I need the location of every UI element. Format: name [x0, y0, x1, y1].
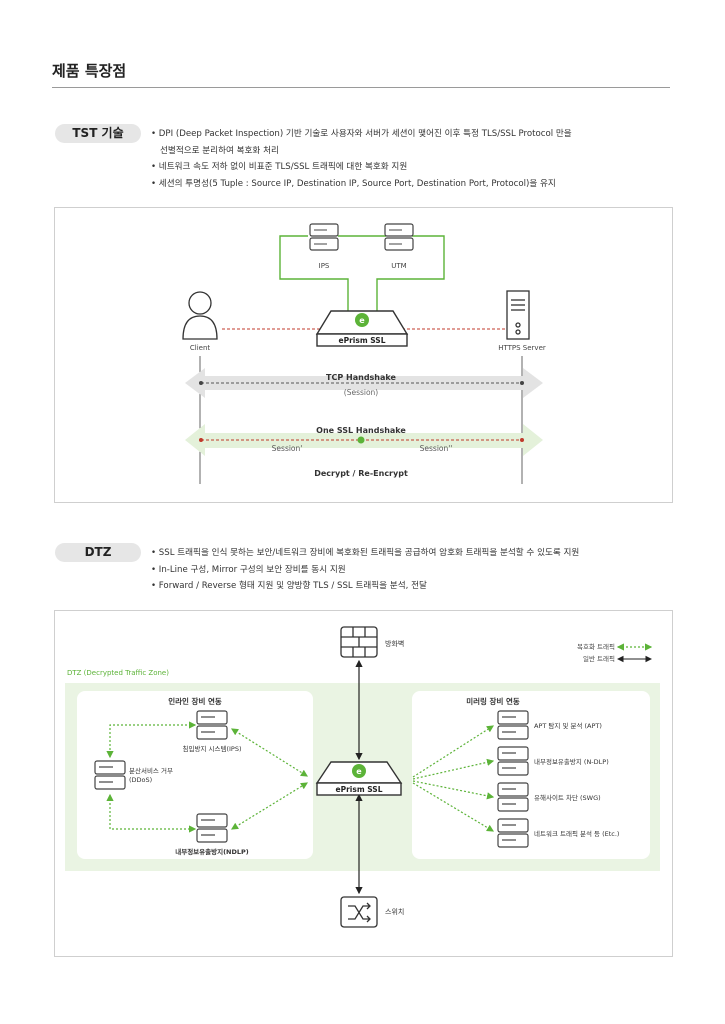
- tst-section-badge: TST 기술: [55, 124, 141, 143]
- inline-panel: [77, 691, 313, 859]
- eprism-logo-icon: [355, 313, 369, 327]
- inline-panel-title: 인라인 장비 연동: [168, 696, 222, 706]
- dtz-diagram: DTZ (Decrypted Traffic Zone) 인라인 장비 연동 미…: [65, 626, 660, 928]
- switch-icon: [340, 896, 378, 928]
- session-prime-label: Session': [272, 444, 303, 453]
- mirror-ndlp-label: 내부정보유출방지 (N-DLP): [534, 757, 609, 766]
- tst-bullet-1: • DPI (Deep Packet Inspection) 기반 기술로 사용…: [151, 129, 572, 139]
- switch-label: 스위치: [385, 907, 404, 916]
- dtz-eprism-ssl-appliance: e: [315, 761, 403, 796]
- mirror-etc-arrow: [412, 782, 495, 832]
- tcp-handshake-label: TCP Handshake: [326, 373, 396, 382]
- client-user-icon: [182, 291, 218, 340]
- inline-ddos-ndlp-arrow: [106, 793, 197, 833]
- tst-diagram: IPS UTM e ePrism SSL Client: [182, 223, 546, 484]
- decrypt-point-icon: [357, 436, 365, 444]
- dtz-bullet-list: • SSL 트래픽을 인식 못하는 보안/네트워크 장비에 복호화된 트래픽을 …: [151, 545, 579, 595]
- svg-text:e: e: [359, 316, 365, 325]
- tst-diagram-frame: IPS UTM e ePrism SSL Client: [54, 207, 673, 503]
- utm-label: UTM: [391, 262, 406, 270]
- mirror-ndlp-arrow: [412, 758, 495, 780]
- dtz-diagram-frame: DTZ (Decrypted Traffic Zone) 인라인 장비 연동 미…: [54, 610, 673, 957]
- session-double-prime-label: Session'': [420, 444, 453, 453]
- inline-ddos-server-icon: [94, 760, 126, 790]
- ips-label: IPS: [319, 262, 330, 270]
- inline-ips-appliance-arrow: [230, 728, 309, 777]
- mirror-swg-server-icon: [497, 782, 529, 812]
- dtz-bullet-3: • Forward / Reverse 형태 지원 및 양방향 TLS / SS…: [151, 581, 427, 591]
- tst-bullet-3: • 세션의 투명성(5 Tuple : Source IP, Destinati…: [151, 178, 556, 189]
- mirror-swg-label: 유해사이트 차단 (SWG): [534, 793, 601, 802]
- inline-ddos-label: 분산서비스 거부: [129, 766, 173, 775]
- mirror-panel-title: 미러링 장비 연동: [466, 696, 520, 706]
- https-server-label: HTTPS Server: [498, 344, 546, 352]
- inline-ips-ddos-arrow: [106, 721, 197, 759]
- firewall-icon: [340, 626, 378, 658]
- legend-decrypted-label: 복호화 트래픽: [577, 642, 615, 651]
- mirror-panel: [412, 691, 650, 859]
- utm-server-icon: [384, 223, 414, 251]
- title-divider: [52, 87, 670, 88]
- inline-ddos-label-sub: (DDoS): [129, 776, 152, 784]
- inline-ndlp-appliance-arrow: [230, 782, 309, 830]
- tst-bullet-1-continued: 선별적으로 분리하여 복호화 처리: [160, 145, 279, 156]
- page-title: 제품 특장점: [52, 62, 127, 80]
- dtz-bullet-2: • In-Line 구성, Mirror 구성의 보안 장비를 동시 지원: [151, 564, 346, 575]
- inline-ndlp-server-icon: [196, 813, 228, 843]
- dtz-zone-label: DTZ (Decrypted Traffic Zone): [67, 669, 169, 677]
- dtz-section-badge: DTZ: [55, 543, 141, 562]
- eprism-ssl-appliance: e: [315, 310, 409, 347]
- client-label: Client: [190, 344, 211, 352]
- mirror-apt-label: APT 탐지 및 분석 (APT): [534, 721, 602, 730]
- tst-bullet-2: • 네트워크 속도 저하 없이 비표준 TLS/SSL 트래픽에 대한 복호화 …: [151, 162, 408, 172]
- ips-server-icon: [309, 223, 339, 251]
- decrypt-reencrypt-label: Decrypt / Re-Encrypt: [314, 469, 408, 478]
- tst-bullet-list: • DPI (Deep Packet Inspection) 기반 기술로 사용…: [151, 126, 572, 192]
- mirror-ndlp-server-icon: [497, 746, 529, 776]
- https-server-icon: [506, 290, 530, 340]
- mirror-apt-server-icon: [497, 710, 529, 740]
- inline-ndlp-label: 내부정보유출방지(NDLP): [175, 847, 249, 856]
- mirror-swg-arrow: [412, 780, 495, 800]
- mirror-etc-label: 네트워크 트래픽 분석 등 (Etc.): [534, 829, 619, 838]
- mirror-etc-server-icon: [497, 818, 529, 848]
- legend-normal-label: 일반 트래픽: [583, 654, 615, 663]
- firewall-label: 방화벽: [385, 639, 404, 648]
- ssl-handshake-label: One SSL Handshake: [316, 426, 406, 435]
- dtz-bullet-1: • SSL 트래픽을 인식 못하는 보안/네트워크 장비에 복호화된 트래픽을 …: [151, 548, 580, 558]
- dtz-eprism-logo-icon: [352, 764, 366, 778]
- appliance-label: ePrism SSL: [339, 336, 386, 345]
- session-label: (Session): [344, 388, 379, 397]
- svg-text:e: e: [356, 767, 362, 776]
- inline-ips-label: 침입방지 시스템(IPS): [183, 744, 242, 753]
- dtz-appliance-label: ePrism SSL: [336, 785, 383, 794]
- inline-ips-server-icon: [196, 710, 228, 740]
